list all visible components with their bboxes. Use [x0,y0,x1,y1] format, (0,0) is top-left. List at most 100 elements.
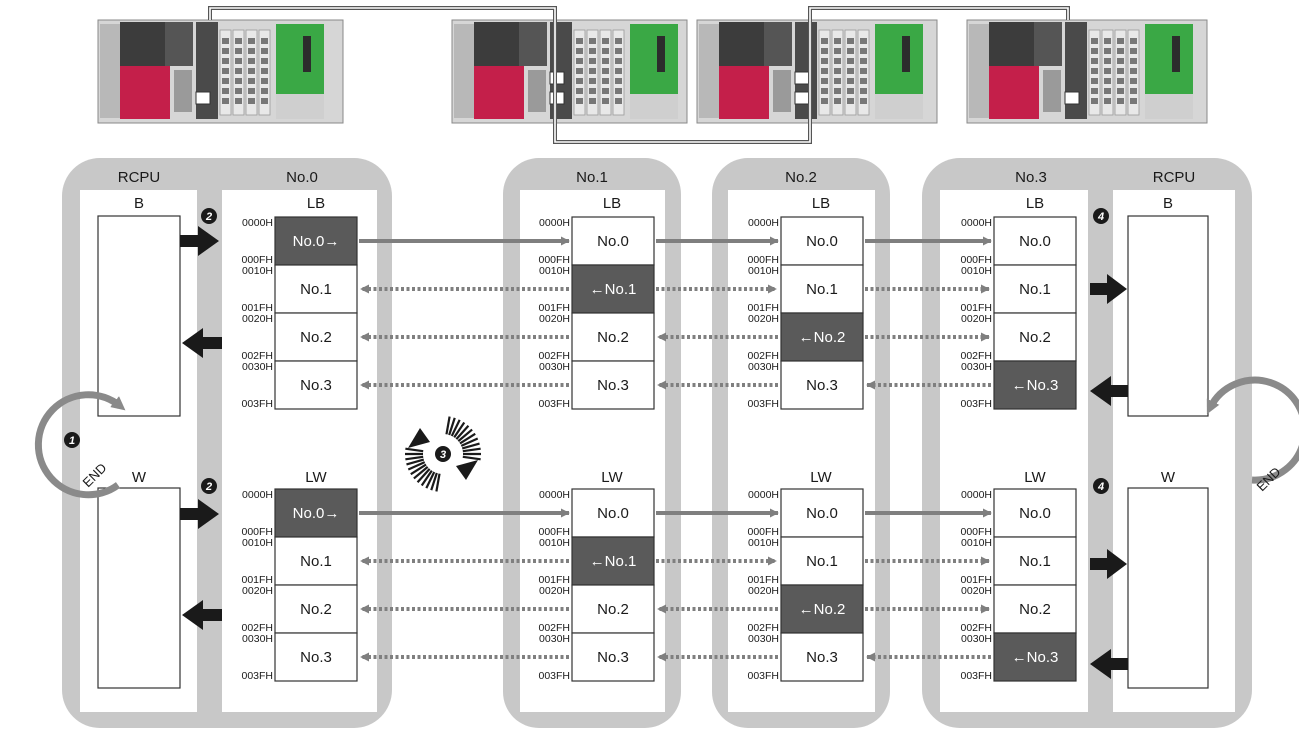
address-label: 001FH [747,302,779,314]
table-lb-station-3: No.00000H000FHNo.10010H001FHNo.20020H002… [960,216,1077,410]
address-label: 001FH [960,574,992,586]
address-label: 0030H [961,361,992,373]
link-scan-tick [420,469,433,487]
address-label: 000FH [538,254,570,266]
cell-lb-3-0 [993,216,1077,266]
cell-lw-0-1 [274,536,358,586]
cell-lw-3-0 [993,488,1077,538]
link-scan-tick [406,458,425,466]
cell-text-lb-3-2: No.2 [1019,329,1051,346]
step-badge-2-lb: 2 [201,208,217,224]
link-scan-tick [462,447,481,453]
link-scan-tick [425,471,436,489]
cpu-devices: B W B W [97,195,1209,689]
address-label: 002FH [747,622,779,634]
address-label: 002FH [241,622,273,634]
address-label: 0010H [748,537,779,549]
address-label: 0000H [748,217,779,229]
link-scan-tick [407,461,426,471]
cell-text-lw-0-2: No.2 [300,601,332,618]
device-w-right-label: W [1161,469,1176,486]
plc-unit-3 [966,19,1208,124]
address-label: 0010H [539,265,570,277]
cell-text-lb-3-3: ←No.3 [1012,377,1059,394]
address-label: 0030H [539,633,570,645]
cell-text-lb-2-0: No.0 [806,233,838,250]
link-device-tables: No.0→0000H000FHNo.10010H001FHNo.20020H00… [241,216,1077,682]
cell-text-lw-3-1: No.1 [1019,553,1051,570]
address-label: 0030H [539,361,570,373]
station-title-2: No.2 [785,169,817,186]
cell-lb-1-3 [571,360,655,410]
address-label: 0000H [748,489,779,501]
refresh-arrow-lb-to-b [182,328,222,358]
address-label: 0020H [748,313,779,325]
cell-text-lb-3-0: No.0 [1019,233,1051,250]
table-lw-station-1: No.00000H000FH←No.10010H001FHNo.20020H00… [538,488,655,682]
address-label: 0020H [961,585,992,597]
address-label: 0010H [539,537,570,549]
table-lb-station-2: No.00000H000FHNo.10010H001FH←No.20020H00… [747,216,864,410]
power-module [989,66,1039,119]
svg-text:2: 2 [205,211,212,223]
svg-text:2: 2 [205,481,212,493]
cell-text-lw-1-3: No.3 [597,649,629,666]
address-label: 000FH [747,254,779,266]
address-label: 001FH [960,302,992,314]
network-module [875,24,923,94]
link-scan-tick [461,442,480,450]
address-label: 0010H [242,537,273,549]
cell-text-lw-2-2: ←No.2 [799,601,846,618]
device-w-left [97,487,181,689]
address-label: 0030H [748,633,779,645]
cell-text-lb-2-2: ←No.2 [799,329,846,346]
cell-text-lw-3-2: No.2 [1019,601,1051,618]
link-scan-arrowhead [408,428,430,448]
step-badges: 1 2 2 3 4 4 [64,208,1109,494]
lw-title-2: LW [810,469,832,486]
cell-lw-2-2 [780,584,864,634]
address-label: 003FH [538,398,570,410]
cell-lw-2-3 [780,632,864,682]
cell-lb-0-0 [274,216,358,266]
station-title-1: No.1 [576,169,608,186]
cell-text-lb-0-3: No.3 [300,377,332,394]
address-label: 0030H [748,361,779,373]
plc-unit-2 [696,19,938,124]
cell-lb-3-3 [993,360,1077,410]
address-label: 0000H [242,217,273,229]
cell-lb-2-3 [780,360,864,410]
address-label: 002FH [538,350,570,362]
cell-lb-0-1 [274,264,358,314]
address-label: 001FH [241,574,273,586]
address-label: 003FH [241,398,273,410]
cell-text-lb-0-0: No.0→ [293,233,340,250]
link-scan-tick [455,425,470,440]
cell-lb-1-0 [571,216,655,266]
address-label: 000FH [960,526,992,538]
station-title-0: No.0 [286,169,318,186]
plc-unit-1 [451,19,688,124]
network-module [630,24,678,94]
table-lw-station-3: No.00000H000FHNo.10010H001FHNo.20020H002… [960,488,1077,682]
rcpu-title-right: RCPU [1153,169,1196,186]
refresh-arrow-w-to-lw-right [1090,649,1128,679]
cell-lw-3-3 [993,632,1077,682]
plc-unit-0 [97,19,344,124]
cell-text-lw-2-0: No.0 [806,505,838,522]
link-scan-tick [462,455,481,461]
link-scan-tick [416,468,431,483]
address-label: 002FH [538,622,570,634]
cell-text-lb-0-2: No.2 [300,329,332,346]
cell-lb-3-1 [993,264,1077,314]
cell-text-lw-0-3: No.3 [300,649,332,666]
device-b-right-label: B [1163,195,1173,212]
address-label: 003FH [241,670,273,682]
link-scan-tick [435,473,441,492]
address-label: 000FH [960,254,992,266]
rcpu-title-left: RCPU [118,169,161,186]
address-label: 0020H [242,585,273,597]
svg-text:1: 1 [69,435,75,447]
cell-text-lb-2-3: No.3 [806,377,838,394]
